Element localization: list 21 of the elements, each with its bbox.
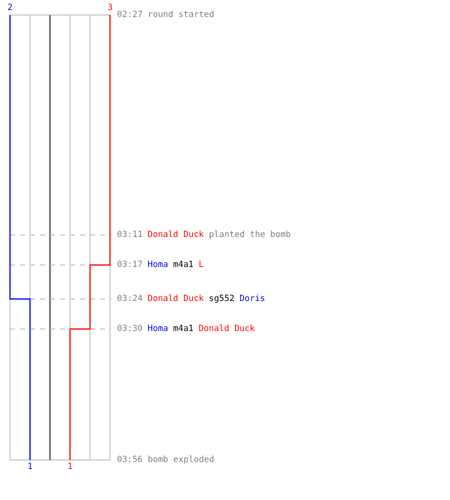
- event-time: 03:17: [117, 259, 143, 271]
- weapon-name: sg552: [208, 293, 234, 305]
- event-description: planted the bomb: [208, 229, 291, 241]
- player-name: Homa: [148, 259, 168, 271]
- weapon-name: m4a1: [173, 259, 194, 271]
- event-text: 03:56 bomb exploded: [117, 454, 214, 466]
- event-time: 03:30: [117, 323, 143, 335]
- player-name: Donald Duck: [148, 229, 204, 241]
- player-count: 1: [27, 462, 33, 472]
- player-count: 1: [67, 462, 73, 472]
- player-name: Donald Duck: [198, 323, 255, 335]
- event-time: 03:24: [117, 293, 143, 305]
- player-name: Doris: [239, 293, 266, 305]
- player-count: 3: [107, 3, 113, 13]
- event-text: 02:27 round started: [117, 9, 214, 21]
- weapon-name: m4a1: [173, 323, 194, 335]
- player-name: Homa: [148, 323, 168, 335]
- event-time: 03:11: [117, 229, 143, 241]
- player-count: 2: [7, 3, 13, 13]
- player-name: Donald Duck: [148, 293, 204, 305]
- player-name: L: [198, 259, 204, 271]
